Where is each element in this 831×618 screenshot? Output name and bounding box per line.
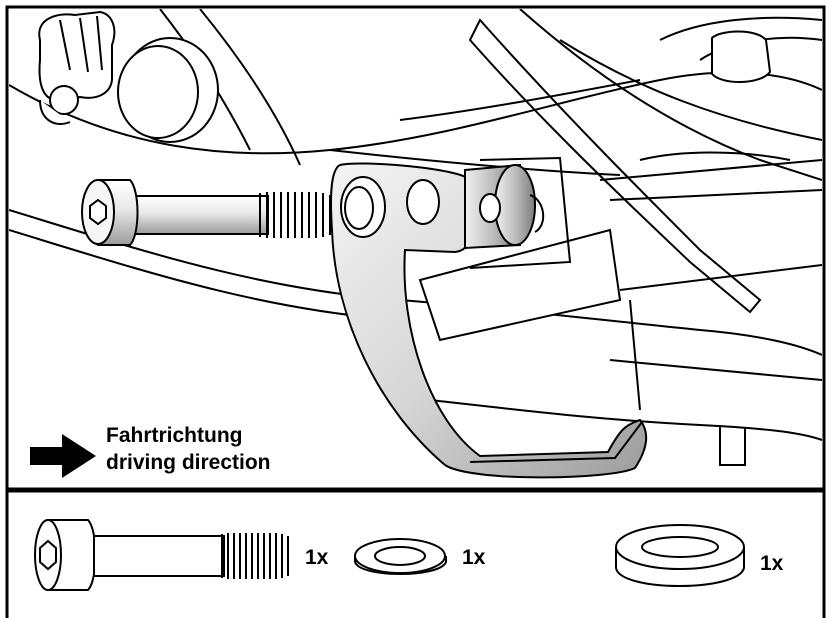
hose-clamp <box>38 10 116 125</box>
bolt-illustration <box>81 179 331 246</box>
direction-label-german: Fahrtrichtung <box>106 424 243 447</box>
round-plug <box>117 37 219 143</box>
flat-washer-icon <box>354 538 447 575</box>
illustration-panel: Fahrtrichtung driving direction <box>5 5 826 491</box>
parts-item-spacer: 1x <box>615 524 784 587</box>
bolt-quantity: 1x <box>305 546 329 569</box>
washer-quantity: 1x <box>462 546 486 569</box>
spacer-ring-icon <box>615 524 745 587</box>
muffler-bracket <box>329 162 648 479</box>
bolt-thread <box>259 192 331 238</box>
parts-item-washer: 1x <box>354 538 486 575</box>
parts-item-bolt: 1x <box>34 519 329 591</box>
direction-label-english: driving direction <box>106 451 271 474</box>
spacer-ring-illustration <box>464 156 572 269</box>
parts-list-panel: 1x 1x 1x <box>5 489 826 618</box>
socket-head-bolt-icon <box>34 519 289 591</box>
driving-direction-indicator: Fahrtrichtung driving direction <box>30 424 271 478</box>
spacer-quantity: 1x <box>760 552 784 575</box>
arrow-right-icon <box>30 434 96 478</box>
hex-nut <box>711 30 772 83</box>
